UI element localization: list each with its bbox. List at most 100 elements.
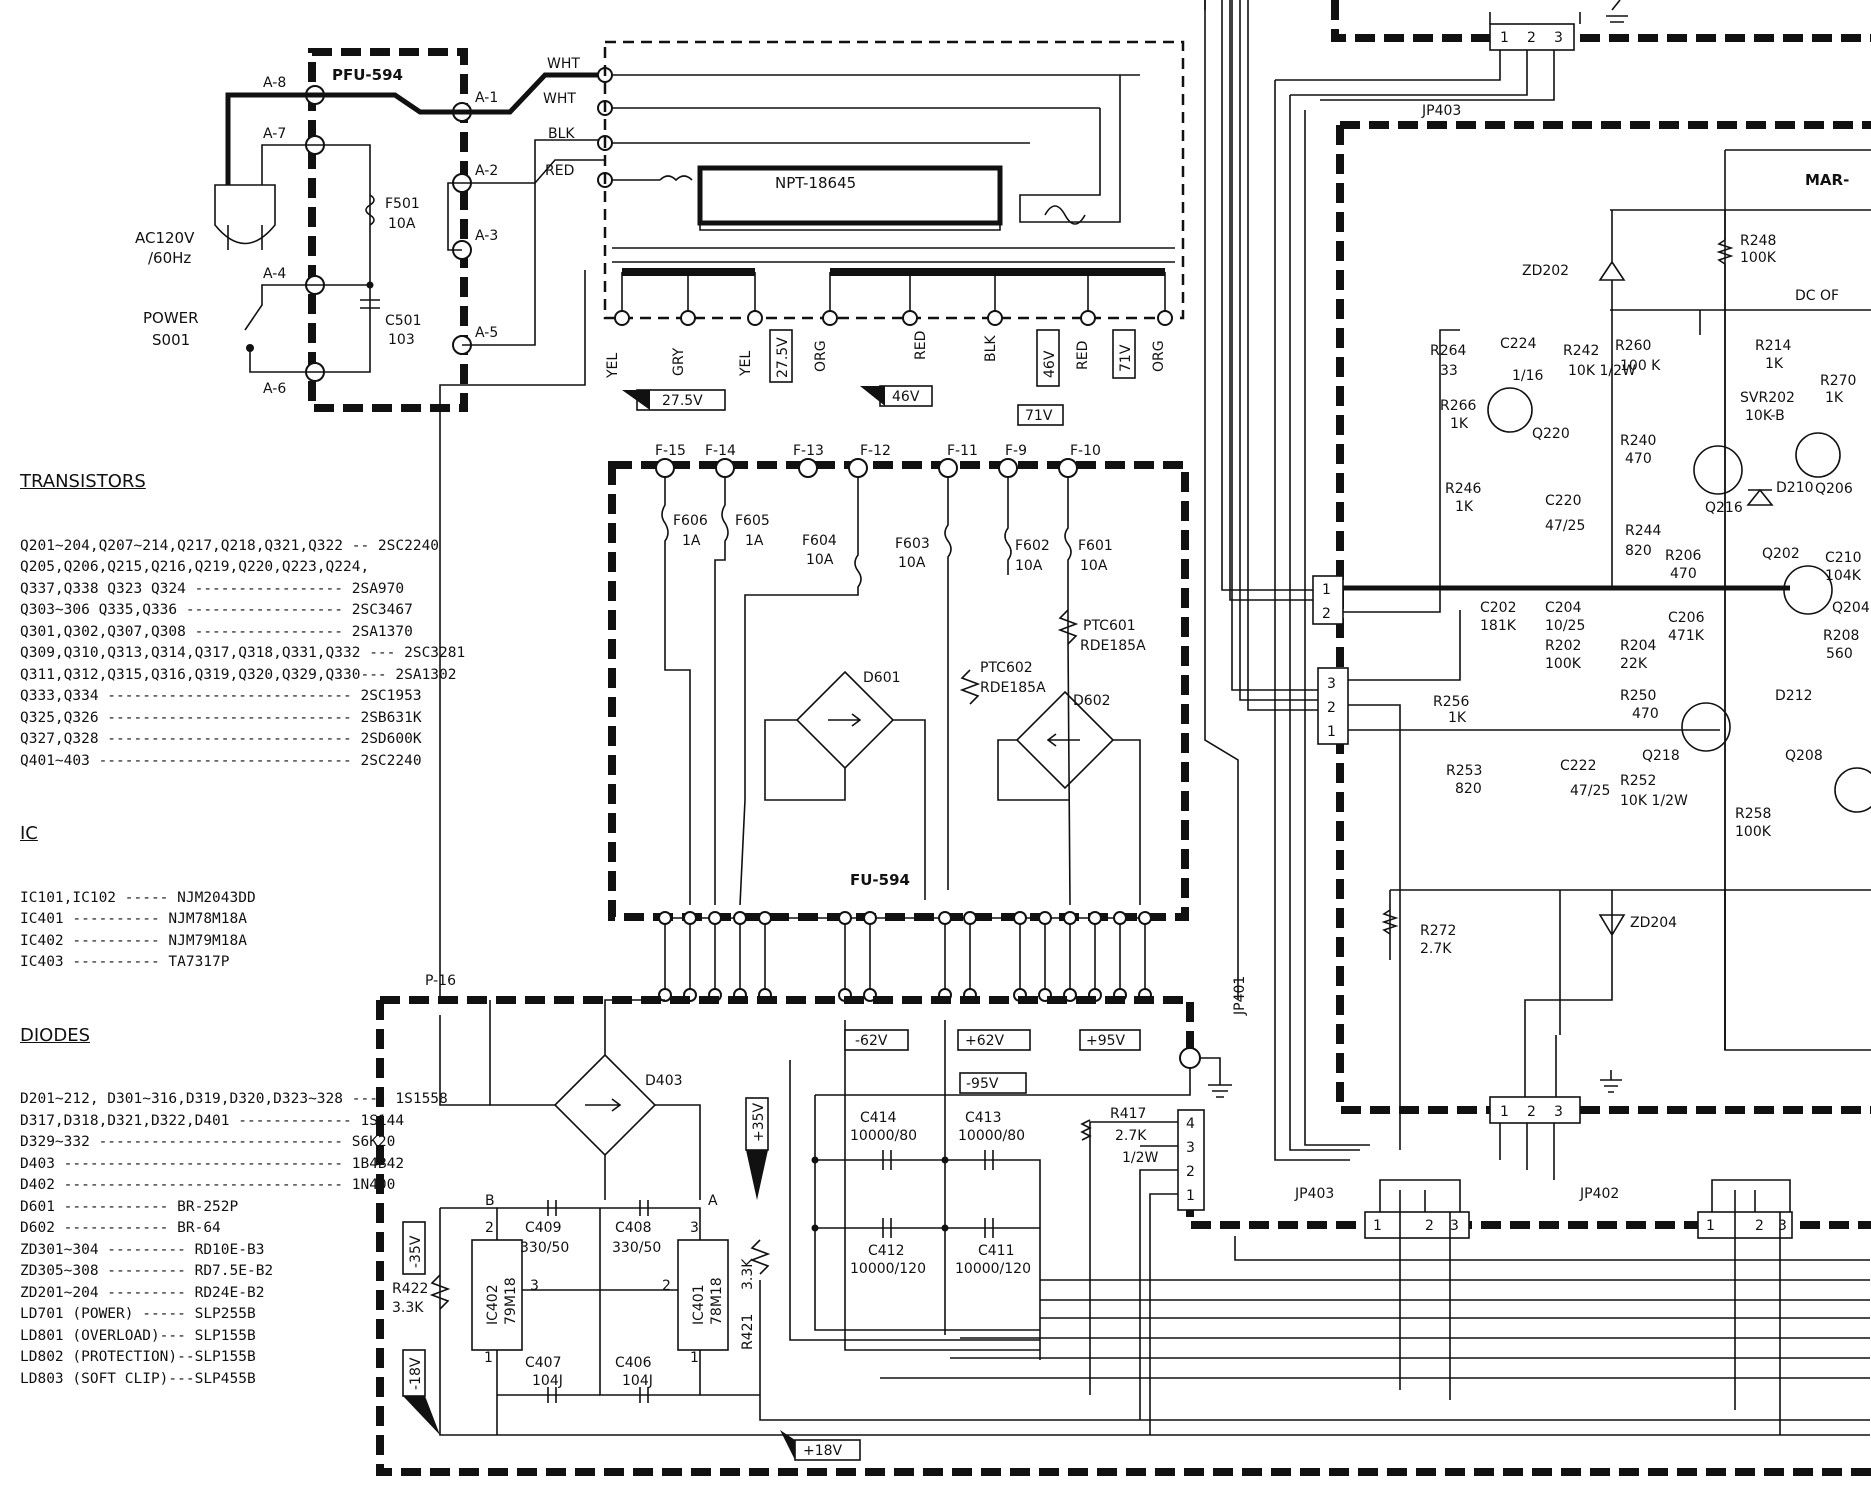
jp-left-pin2: 2 bbox=[1322, 606, 1331, 622]
connector-pin bbox=[938, 911, 952, 925]
tag-pos35v: +35V bbox=[751, 1102, 767, 1142]
r214-ref: R214 bbox=[1755, 338, 1792, 354]
connector-pin bbox=[733, 911, 747, 925]
jp402-bottom-label: JP402 bbox=[1579, 1186, 1619, 1202]
f604-ref: F604 bbox=[802, 533, 837, 549]
ptc601-value: RDE185A bbox=[1080, 638, 1146, 654]
tag-neg95v: -95V bbox=[966, 1076, 999, 1092]
f606-value: 1A bbox=[682, 533, 701, 549]
r244-ref: R244 bbox=[1625, 523, 1662, 539]
f602-value: 10A bbox=[1015, 558, 1043, 574]
r242-value: 10K 1/2W bbox=[1568, 363, 1636, 379]
c408-ref: C408 bbox=[615, 1220, 652, 1236]
r266-value: 1K bbox=[1450, 416, 1469, 432]
legend-ic-item: IC403 ---------- TA7317P bbox=[20, 954, 230, 970]
tag-pos18v: +18V bbox=[803, 1443, 843, 1459]
svr202-value: 10K-B bbox=[1745, 408, 1785, 424]
r206-ref: R206 bbox=[1665, 548, 1702, 564]
c222-ref: C222 bbox=[1560, 758, 1597, 774]
q218-symbol bbox=[1681, 702, 1731, 752]
wire-wht-1: WHT bbox=[547, 56, 580, 72]
terminal-f10: F-10 bbox=[1070, 443, 1101, 459]
jp403b-pin1: 1 bbox=[1373, 1218, 1382, 1234]
ac-plug: AC120V /60Hz bbox=[135, 92, 315, 267]
jp403t-pin2: 2 bbox=[1527, 30, 1536, 46]
r421-ref: R421 bbox=[740, 1314, 756, 1350]
capacitor-c501-symbol bbox=[360, 299, 380, 309]
d403-label: D403 bbox=[645, 1073, 683, 1089]
q218-label: Q218 bbox=[1642, 748, 1680, 764]
c501-ref: C501 bbox=[385, 313, 422, 329]
c412-ref: C412 bbox=[868, 1243, 905, 1259]
r240-ref: R240 bbox=[1620, 433, 1656, 449]
ac-label-2: /60Hz bbox=[148, 249, 191, 267]
ac-label: AC120V bbox=[135, 229, 195, 247]
switch-label-2: S001 bbox=[152, 331, 190, 349]
connector-pin bbox=[1113, 911, 1127, 925]
r270-value: 1K bbox=[1825, 390, 1844, 406]
sec-wire-org-2: ORG bbox=[1151, 340, 1167, 372]
r260-ref: R260 bbox=[1615, 338, 1651, 354]
c220-ref: C220 bbox=[1545, 493, 1582, 509]
legend-diode-item: D402 -------------------------------- 1N… bbox=[20, 1177, 396, 1193]
ic402-pin2: 2 bbox=[485, 1220, 494, 1236]
r244-value: 820 bbox=[1625, 543, 1652, 559]
ic402-pin3: 3 bbox=[530, 1278, 539, 1294]
c206-ref: C206 bbox=[1668, 610, 1705, 626]
jp402b-pin1: 1 bbox=[1706, 1218, 1715, 1234]
connector-pin bbox=[1088, 911, 1102, 925]
zd202-label: ZD202 bbox=[1522, 263, 1569, 279]
ptc601-ref: PTC601 bbox=[1083, 618, 1136, 634]
c408-value: 330/50 bbox=[612, 1240, 661, 1256]
c411-value: 10000/120 bbox=[955, 1261, 1031, 1277]
c409-ref: C409 bbox=[525, 1220, 562, 1236]
terminal-a7: A-7 bbox=[263, 126, 286, 142]
jp-mid-pin1: 1 bbox=[1500, 1104, 1509, 1120]
q202-label: Q202 bbox=[1762, 546, 1800, 562]
f602-ref: F602 bbox=[1015, 538, 1050, 554]
jp-mid-pin2: 2 bbox=[1527, 1104, 1536, 1120]
zd204-label: ZD204 bbox=[1630, 915, 1677, 931]
connector-pin bbox=[863, 911, 877, 925]
d212-label: D212 bbox=[1775, 688, 1813, 704]
jp401-label: JP401 bbox=[1232, 976, 1248, 1016]
r208-ref: R208 bbox=[1823, 628, 1859, 644]
legend-transistor-item: Q205,Q206,Q215,Q216,Q219,Q220,Q223,Q224, bbox=[20, 559, 370, 575]
transformer-label: NPT-18645 bbox=[775, 174, 856, 192]
c202-value: 181K bbox=[1480, 618, 1517, 634]
r422-ref: R422 bbox=[392, 1281, 428, 1297]
r272-ref: R272 bbox=[1420, 923, 1456, 939]
c210-value: 104K bbox=[1825, 568, 1862, 584]
tag-27v5-a: 27.5V bbox=[662, 393, 703, 409]
q206-label: Q206 bbox=[1815, 481, 1853, 497]
legend-ic-item: IC101,IC102 ----- NJM2043DD bbox=[20, 889, 256, 906]
legend-diode-item: D201~212, D301~316,D319,D320,D323~328 --… bbox=[20, 1091, 448, 1107]
jp-pin-4: 4 bbox=[1186, 1116, 1195, 1132]
ic401-pin1: 1 bbox=[690, 1350, 699, 1366]
tag-pos62v: +62V bbox=[965, 1033, 1005, 1049]
jp-left2-pin1: 1 bbox=[1327, 724, 1336, 740]
c202-ref: C202 bbox=[1480, 600, 1517, 616]
jp-pin-2: 2 bbox=[1186, 1164, 1195, 1180]
ic402-pin1: 1 bbox=[484, 1350, 493, 1366]
r258-ref: R258 bbox=[1735, 806, 1771, 822]
legend-ic-item: IC402 ---------- NJM79M18A bbox=[20, 932, 247, 949]
r417-value-1: 2.7K bbox=[1115, 1128, 1147, 1144]
r264-ref: R264 bbox=[1430, 343, 1467, 359]
connector-pin bbox=[658, 911, 672, 925]
sec-wire-red-2: RED bbox=[1075, 341, 1091, 370]
jp403-bottom-label: JP403 bbox=[1294, 1186, 1334, 1202]
r421-value: 3.3K bbox=[740, 1258, 756, 1290]
r417-ref: R417 bbox=[1110, 1106, 1146, 1122]
c220-value: 47/25 bbox=[1545, 518, 1585, 534]
switch-label: POWER bbox=[143, 309, 199, 327]
f603-ref: F603 bbox=[895, 536, 930, 552]
r264-value: 33 bbox=[1440, 363, 1458, 379]
legend-transistor-item: Q309,Q310,Q313,Q314,Q317,Q318,Q331,Q332 … bbox=[20, 645, 466, 661]
f605-ref: F605 bbox=[735, 513, 770, 529]
f606-ref: F606 bbox=[673, 513, 708, 529]
q208-symbol bbox=[1834, 767, 1871, 813]
jp-mid-pin3: 3 bbox=[1554, 1104, 1563, 1120]
f601-value: 10A bbox=[1080, 558, 1108, 574]
terminal-f12: F-12 bbox=[860, 443, 891, 459]
